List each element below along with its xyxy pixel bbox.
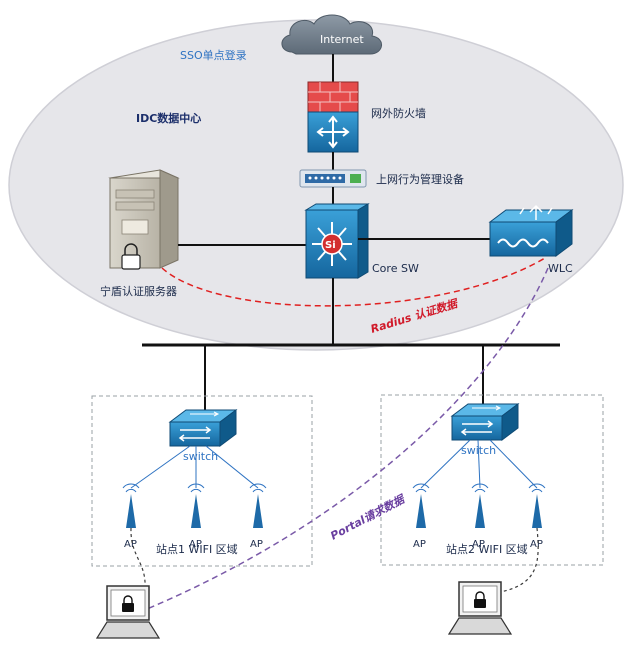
link-site1-ap3 <box>205 445 259 489</box>
core-switch-label: Core SW <box>372 262 419 275</box>
portal-flow-label: Portal请求数据 <box>328 492 408 543</box>
site2-ap3-icon <box>528 483 546 528</box>
firewall-icon <box>307 81 359 153</box>
link-site2-ap3 <box>489 439 538 489</box>
site2-ap3-label: AP <box>530 539 543 550</box>
site2-ap1-label: AP <box>413 539 426 550</box>
laptop-1-icon <box>95 585 161 639</box>
idc-label: IDC数据中心 <box>136 111 201 125</box>
sso-label: SSO单点登录 <box>180 48 247 62</box>
behavior-mgmt-label: 上网行为管理设备 <box>376 172 464 186</box>
link-site1-ap1 <box>130 445 191 489</box>
site1-ap2-icon <box>187 483 205 528</box>
internet-cloud-icon <box>281 14 382 55</box>
firewall-label: 网外防火墙 <box>371 106 426 120</box>
site1-ap3-label: AP <box>250 539 263 550</box>
site2-area-label: 站点2 WIFI 区域 <box>446 542 528 556</box>
core-switch-emblem: Si <box>325 240 336 251</box>
site2-ap2-icon <box>471 483 489 528</box>
site1-ap1-icon <box>122 483 140 528</box>
core-switch-icon <box>304 203 370 279</box>
wlc-icon <box>488 204 574 257</box>
wlc-label: WLC <box>548 262 573 275</box>
site1-switch-label: switch <box>183 450 218 463</box>
site1-switch-icon <box>168 409 238 447</box>
behavior-mgmt-device-icon <box>299 169 367 188</box>
internet-label: Internet <box>320 33 364 46</box>
site2-ap1-icon <box>412 483 430 528</box>
portal-flow-line <box>139 267 549 613</box>
site1-area-label: 站点1 WIFI 区域 <box>156 542 238 556</box>
link-site2-ap2 <box>477 439 481 489</box>
laptop-2-icon <box>447 581 513 635</box>
site1-zone <box>91 395 313 567</box>
site1-ap2-label: AP <box>189 539 202 550</box>
link-ap-laptop2 <box>499 527 539 593</box>
link-site2-ap1 <box>420 439 471 489</box>
radius-flow-line <box>161 257 546 307</box>
auth-server-icon <box>108 169 180 270</box>
site1-ap1-label: AP <box>124 539 137 550</box>
site2-switch-icon <box>450 403 520 441</box>
site1-ap3-icon <box>249 483 267 528</box>
auth-server-label: 宁盾认证服务器 <box>100 284 177 298</box>
site2-ap2-label: AP <box>472 539 485 550</box>
